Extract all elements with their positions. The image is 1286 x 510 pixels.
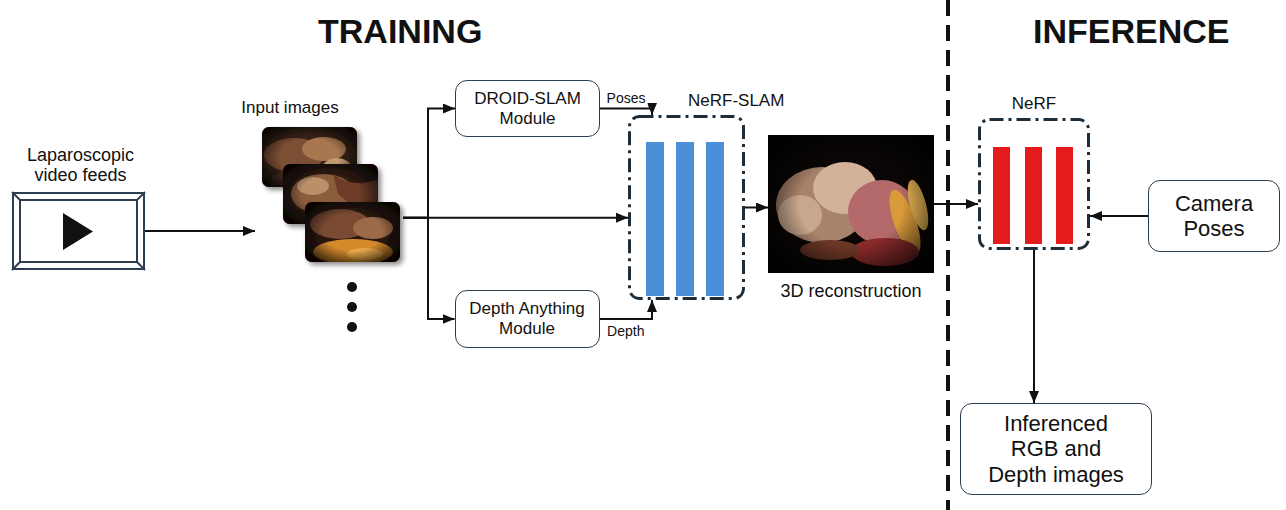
photo-ground [305, 202, 400, 262]
dashed-outline [628, 115, 745, 300]
video-icon: Laparoscopic video feeds [12, 192, 145, 270]
node-heading: NeRF [978, 94, 1090, 114]
more-dot [347, 322, 357, 332]
connector-arrow [403, 217, 628, 219]
label-holder: INFERENCE [1033, 12, 1229, 51]
edge-label: Depth [605, 323, 646, 339]
text-holder: Inferenced RGB and Depth images [986, 411, 1126, 487]
layer-bar [646, 142, 664, 296]
image-stack: Input images [255, 122, 403, 267]
connector-arrow [600, 109, 652, 116]
output-box: Inferenced RGB and Depth images [960, 403, 1152, 495]
input-image [305, 202, 400, 265]
node-text: Camera Poses [1158, 191, 1270, 242]
node-heading: NeRF-SLAM [688, 91, 808, 111]
photo-vignette [305, 202, 400, 262]
play-triangle [63, 213, 93, 250]
node-text: Inferenced RGB and Depth images [986, 411, 1126, 487]
layer-bar [1025, 147, 1042, 244]
network-layers [993, 147, 1073, 244]
layer-bar [1056, 147, 1073, 244]
node-heading: 3D reconstruction [758, 281, 944, 302]
network-block: NeRF [978, 118, 1090, 250]
video-inner-frame [20, 200, 137, 262]
network-layers [646, 142, 724, 296]
label-holder: TRAINING [318, 12, 482, 51]
video-icon [12, 192, 145, 270]
process-box: Depth Anything Module [455, 290, 600, 348]
reconstruction-image: 3D reconstruction [768, 135, 934, 273]
more-dot [347, 302, 357, 312]
connector-arrow [403, 218, 455, 319]
input-box: Camera Poses [1148, 180, 1280, 252]
label-holder: Input images [225, 98, 355, 118]
section-heading: TRAINING [318, 12, 482, 51]
label-holder: 3D reconstruction [758, 281, 944, 302]
reconstruction-vignette [768, 135, 934, 273]
text-holder: DROID-SLAM Module [465, 89, 590, 128]
dashed-outline-rect [630, 117, 744, 299]
node-text: Depth Anything Module [465, 299, 590, 338]
connector-arrow [600, 300, 653, 319]
label-holder: NeRF-SLAM [688, 91, 808, 111]
connector-arrow [1033, 250, 1035, 403]
section-heading: INFERENCE [1033, 12, 1229, 51]
label-holder: Poses [605, 89, 648, 105]
network-block: NeRF-SLAM [628, 115, 745, 300]
connector-arrow [1090, 215, 1148, 217]
label-holder: NeRF [978, 94, 1090, 114]
layer-bar [706, 142, 724, 296]
node-text: DROID-SLAM Module [465, 89, 590, 128]
layer-bar [993, 147, 1010, 244]
node-heading: Input images [225, 98, 355, 118]
connector-arrow [403, 109, 455, 218]
reconstruction-ground [768, 135, 934, 273]
dashed-outline-rect [980, 120, 1089, 249]
edge-label: Poses [605, 89, 648, 105]
dashed-outline [978, 118, 1090, 250]
label-holder: Depth [605, 323, 646, 339]
node-heading: Laparoscopic video feeds [8, 145, 153, 186]
layer-bar [676, 142, 694, 296]
connector-arrow [145, 230, 255, 232]
connector-arrow [934, 203, 978, 205]
more-dot [347, 282, 357, 292]
section-divider [946, 0, 950, 510]
reconstruction-image [768, 135, 934, 273]
process-box: DROID-SLAM Module [455, 80, 600, 137]
connector-arrow [745, 207, 768, 209]
label-holder: Laparoscopic video feeds [8, 145, 153, 186]
text-holder: Depth Anything Module [465, 299, 590, 338]
text-holder: Camera Poses [1158, 191, 1270, 242]
